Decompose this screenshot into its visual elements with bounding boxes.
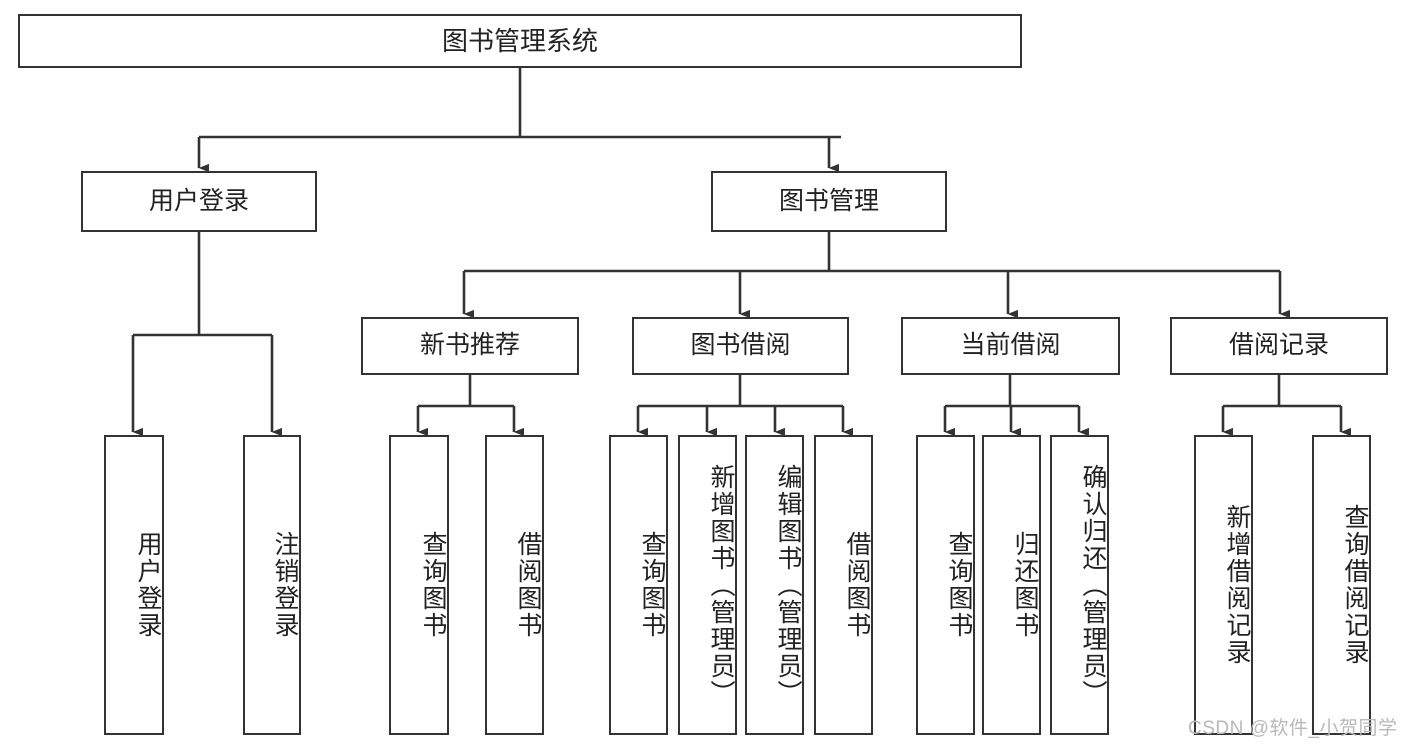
node-label: 用户登录 bbox=[134, 531, 162, 639]
node-leaf-query-book-3[interactable]: 查询图书 bbox=[916, 435, 975, 735]
node-leaf-confirm-return[interactable]: 确认归还（管理员） bbox=[1050, 435, 1109, 735]
node-label: 图书借阅 bbox=[690, 331, 791, 360]
node-leaf-edit-book[interactable]: 编辑图书（管理员） bbox=[745, 435, 804, 735]
node-label: 归还图书 bbox=[1011, 531, 1039, 639]
node-label: 用户登录 bbox=[148, 186, 249, 215]
node-label: 借阅图书 bbox=[843, 531, 871, 639]
node-label: 查询图书 bbox=[945, 531, 973, 639]
node-label: 查询图书 bbox=[638, 531, 666, 639]
node-label: 查询图书 bbox=[419, 531, 447, 639]
node-leaf-query-book-1[interactable]: 查询图书 bbox=[389, 435, 449, 735]
node-leaf-user-logout[interactable]: 注销登录 bbox=[243, 435, 301, 735]
node-leaf-add-record[interactable]: 新增借阅记录 bbox=[1194, 435, 1253, 735]
node-label: 图书管理系统 bbox=[441, 25, 598, 56]
node-leaf-user-login[interactable]: 用户登录 bbox=[104, 435, 164, 735]
node-new-book-recommend[interactable]: 新书推荐 bbox=[361, 317, 579, 375]
node-leaf-borrow-book-2[interactable]: 借阅图书 bbox=[814, 435, 873, 735]
node-book-manage[interactable]: 图书管理 bbox=[711, 171, 947, 232]
node-leaf-query-book-2[interactable]: 查询图书 bbox=[609, 435, 668, 735]
node-label: 查询借阅记录 bbox=[1341, 504, 1369, 666]
node-leaf-return-book[interactable]: 归还图书 bbox=[982, 435, 1041, 735]
node-user-login[interactable]: 用户登录 bbox=[81, 171, 317, 232]
watermark-text: CSDN @软件_小贺同学 bbox=[1188, 718, 1398, 739]
node-borrow-record[interactable]: 借阅记录 bbox=[1170, 317, 1388, 375]
node-root-system[interactable]: 图书管理系统 bbox=[18, 14, 1022, 68]
node-label: 图书管理 bbox=[778, 186, 879, 215]
node-label: 借阅图书 bbox=[514, 531, 542, 639]
node-leaf-query-record[interactable]: 查询借阅记录 bbox=[1312, 435, 1371, 735]
node-leaf-add-book[interactable]: 新增图书（管理员） bbox=[678, 435, 737, 735]
node-label: 编辑图书（管理员） bbox=[774, 463, 802, 707]
node-book-borrow[interactable]: 图书借阅 bbox=[632, 317, 849, 375]
node-label: 新书推荐 bbox=[419, 331, 520, 360]
node-label: 新增借阅记录 bbox=[1223, 504, 1251, 666]
node-label: 当前借阅 bbox=[960, 331, 1061, 360]
node-current-borrow[interactable]: 当前借阅 bbox=[901, 317, 1120, 375]
node-label: 新增图书（管理员） bbox=[707, 463, 735, 707]
node-label: 注销登录 bbox=[271, 531, 299, 639]
node-label: 确认归还（管理员） bbox=[1079, 463, 1107, 707]
node-label: 借阅记录 bbox=[1228, 331, 1329, 360]
node-leaf-borrow-book-1[interactable]: 借阅图书 bbox=[485, 435, 544, 735]
